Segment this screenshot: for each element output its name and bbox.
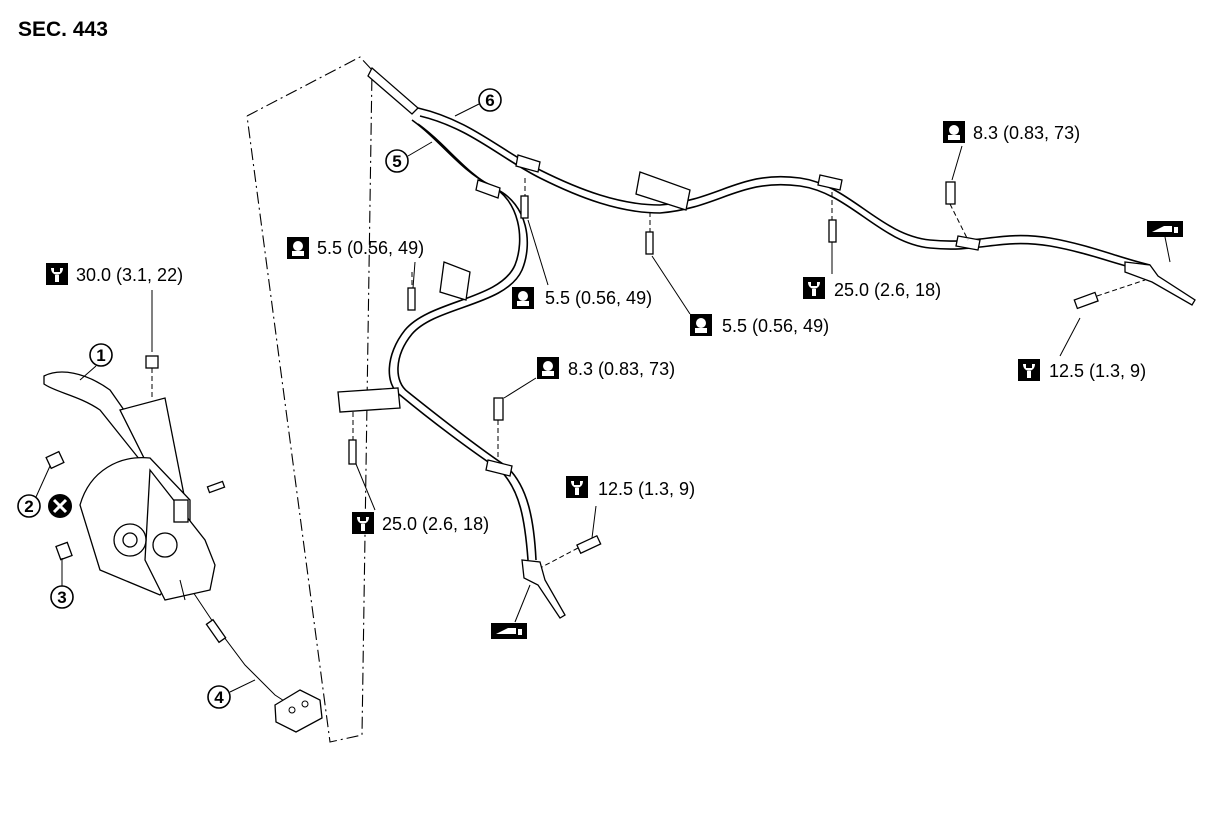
brake-connection-icon [491,584,531,639]
torque-spec-lever-nut: 30.0 (3.1, 22) [46,263,183,352]
callout-6: 6 [454,88,502,117]
torque-spec-left-wheel-bolt: 12.5 (1.3, 9) [566,476,695,539]
torque-wrench-icon [566,476,588,498]
parking-brake-lever-assembly [43,371,216,601]
torque-wrench-icon [352,512,374,534]
section-title: SEC. 443 [18,18,108,41]
brake-connection-icon [1147,221,1183,263]
svg-text:5.5 (0.56, 49): 5.5 (0.56, 49) [317,238,424,258]
svg-text:4: 4 [214,688,224,707]
callout-4: 4 [207,679,256,709]
cable-end-fitting [367,66,1196,619]
torque-wrench-hand-icon [287,237,309,259]
torque-spec-left-bracket-bolt: 25.0 (2.6, 18) [352,463,489,534]
torque-wrench-hand-icon [690,314,712,336]
bolt-leader-line [151,178,1146,569]
cable-clip [337,154,981,477]
svg-text:5.5 (0.56, 49): 5.5 (0.56, 49) [722,316,829,336]
svg-text:30.0 (3.1, 22): 30.0 (3.1, 22) [76,265,183,285]
callout-1: 1 [79,343,113,381]
torque-wrench-icon [1018,359,1040,381]
callout-3: 3 [50,558,74,609]
callout-5: 5 [385,141,433,173]
svg-text:8.3 (0.83, 73): 8.3 (0.83, 73) [568,359,675,379]
svg-text:1: 1 [96,346,105,365]
torque-spec-right-wheel-bolt: 12.5 (1.3, 9) [1018,317,1146,381]
svg-text:6: 6 [485,91,494,110]
part-3-clip [55,541,73,561]
torque-wrench-hand-icon [943,121,965,143]
rear-cable-right [417,107,1151,266]
svg-text:12.5 (1.3, 9): 12.5 (1.3, 9) [598,479,695,499]
routing-boundary-line [246,56,373,743]
torque-wrench-hand-icon [537,357,559,379]
torque-spec-upper-clip-bolt: 5.5 (0.56, 49) [287,237,424,289]
callout-2: 2 [17,465,51,518]
rear-cable-right-outer [419,115,1151,273]
rear-cable-left [388,119,529,561]
torque-wrench-icon [46,263,68,285]
svg-text:5.5 (0.56, 49): 5.5 (0.56, 49) [545,288,652,308]
torque-wrench-hand-icon [512,287,534,309]
do-not-reuse-icon [48,494,72,518]
part-2-clip [45,450,65,470]
torque-wrench-icon [803,277,825,299]
torque-spec-mid-clip-bolt: 5.5 (0.56, 49) [651,255,829,336]
svg-text:2: 2 [24,497,33,516]
front-cable-end [205,618,227,644]
svg-text:8.3 (0.83, 73): 8.3 (0.83, 73) [973,123,1080,143]
svg-text:12.5 (1.3, 9): 12.5 (1.3, 9) [1049,361,1146,381]
svg-text:25.0 (2.6, 18): 25.0 (2.6, 18) [834,280,941,300]
svg-text:25.0 (2.6, 18): 25.0 (2.6, 18) [382,514,489,534]
torque-spec-left-lower-bolt: 8.3 (0.83, 73) [503,357,675,399]
torque-spec-right-upper-bolt: 8.3 (0.83, 73) [943,121,1080,181]
svg-text:5: 5 [392,152,401,171]
front-cable [184,579,296,709]
svg-text:3: 3 [57,588,66,607]
equalizer-bracket [274,689,323,733]
torque-spec-center-clip-bolt: 5.5 (0.56, 49) [512,219,652,309]
torque-spec-right-bracket-bolt: 25.0 (2.6, 18) [803,242,941,300]
